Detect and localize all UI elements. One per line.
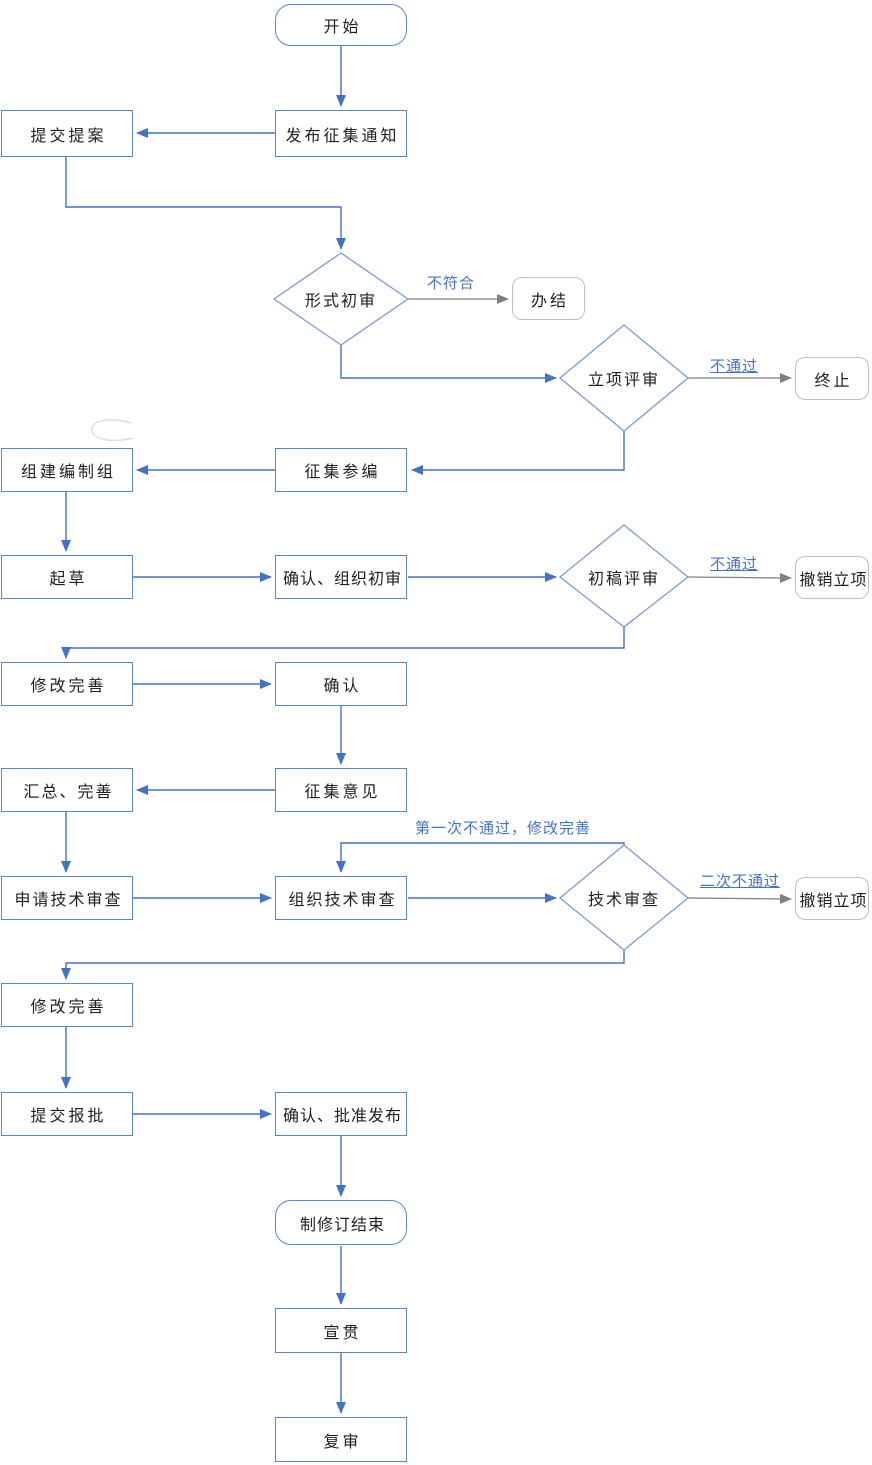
node-confirm-approve-publish-label: 确认、批准发布 [282,1106,402,1125]
node-project-review-label: 立项评审 [587,370,660,389]
edge-draft-review-to-revise1 [61,627,625,659]
node-revoke-project-2-label: 撤销立项 [799,890,868,910]
edge-formal-review-to-project-review [340,345,557,383]
node-revoke-project-2: 撤销立项 [795,877,869,920]
node-revoke-project-1-label: 撤销立项 [799,569,868,589]
node-confirm-label: 确认 [323,676,362,695]
node-recruit-participants: 征集参编 [275,448,407,492]
edge-tech-review-to-revoke2 [687,893,792,904]
node-close-case-label: 办结 [530,290,569,310]
node-apply-tech-review-label: 申请技术审查 [14,890,123,909]
node-start-label: 开始 [323,17,362,36]
edge-submit-to-formal-review [65,157,346,250]
node-confirm-initial-review-label: 确认、组织初审 [282,569,402,588]
node-project-review-shape [558,324,690,432]
node-reexamine: 复审 [275,1417,407,1462]
node-revision-end-label: 制修订结束 [299,1214,385,1234]
node-draft-label: 起草 [49,569,88,588]
edge-tech-review-loop-to-organize-tech [336,842,625,873]
node-confirm-initial-review: 确认、组织初审 [275,555,407,599]
node-summarize-improve-label: 汇总、完善 [23,782,114,801]
edge-project-review-to-recruit [411,431,625,475]
node-revoke-project-1: 撤销立项 [795,556,869,599]
edge-label-fail-draft: 不通过 [708,553,761,574]
edge-label-fail-project: 不通过 [708,355,761,376]
node-submit-proposal: 提交提案 [1,110,133,157]
edge-tech-review-to-revise2 [61,950,625,980]
node-tech-review-label: 技术审查 [587,890,660,909]
node-first-draft-review-label: 初稿评审 [587,569,660,588]
edge-draft-review-to-revoke1 [687,572,792,583]
node-formal-review-label: 形式初审 [304,291,377,310]
node-organize-tech-review: 组织技术审查 [275,876,407,920]
node-publish-notice-label: 发布征集通知 [285,125,400,145]
node-tech-review-shape [558,844,690,951]
node-submit-approval: 提交报批 [1,1092,133,1136]
node-reexamine-label: 复审 [323,1431,362,1451]
node-submit-approval-label: 提交报批 [30,1106,107,1125]
node-submit-proposal-label: 提交提案 [30,125,107,145]
edge-label-first-fail-revise: 第一次不通过，修改完善 [413,817,594,838]
watermark-swoosh [91,419,134,442]
node-revise-improve-1: 修改完善 [1,662,133,706]
node-start: 开始 [275,4,407,46]
node-form-drafting-group-label: 组建编制组 [20,462,116,481]
node-draft: 起草 [1,555,133,599]
node-form-drafting-group: 组建编制组 [1,448,133,492]
node-recruit-participants-label: 征集参编 [304,462,381,481]
node-revision-end: 制修订结束 [275,1200,407,1245]
node-terminate-label: 终止 [814,370,853,390]
node-revise-improve-2-label: 修改完善 [30,997,107,1016]
node-confirm-approve-publish: 确认、批准发布 [275,1092,407,1136]
node-close-case: 办结 [512,277,585,320]
node-organize-tech-review-label: 组织技术审查 [288,890,397,909]
node-summarize-improve: 汇总、完善 [1,768,133,812]
node-promote-label: 宣贯 [323,1322,362,1342]
node-revise-improve-1-label: 修改完善 [30,676,107,695]
node-solicit-opinions: 征集意见 [275,768,407,812]
node-confirm: 确认 [275,662,407,706]
node-first-draft-review-shape [558,524,690,628]
node-terminate: 终止 [795,357,869,400]
node-apply-tech-review: 申请技术审查 [1,876,133,920]
node-formal-review-shape [272,252,410,346]
node-solicit-opinions-label: 征集意见 [304,782,381,801]
node-revise-improve-2: 修改完善 [1,983,133,1027]
node-publish-notice: 发布征集通知 [275,110,407,157]
node-promote: 宣贯 [275,1308,407,1353]
edge-label-second-fail: 二次不通过 [698,870,783,891]
edge-label-non-conform: 不符合 [425,272,478,293]
